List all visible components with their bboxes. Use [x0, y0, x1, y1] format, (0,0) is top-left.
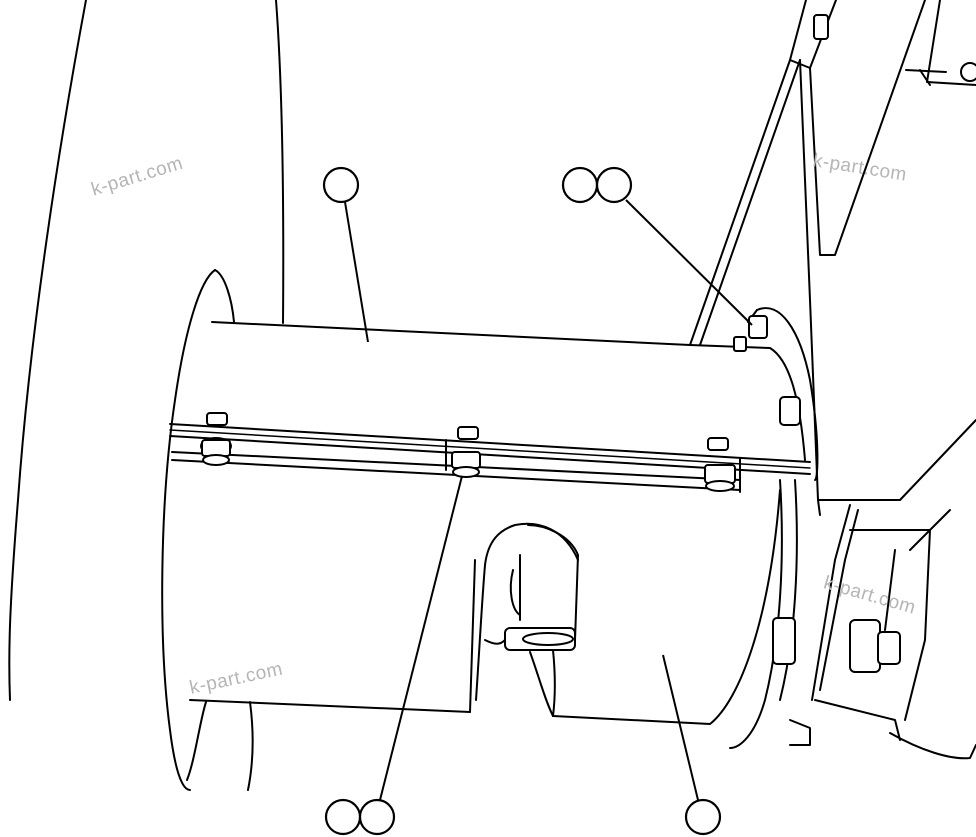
cylindrical-housing	[189, 321, 806, 725]
bolt-icon	[451, 426, 481, 478]
leader-line-1	[344, 201, 369, 343]
housing-slot-and-shaft	[475, 522, 579, 717]
callout-3-label	[343, 800, 377, 834]
callout-2[interactable]	[561, 166, 633, 204]
large-wheel-outline	[8, 0, 285, 701]
callout-1[interactable]	[322, 166, 360, 204]
bolt-group-top	[200, 412, 736, 492]
bolt-icon	[704, 437, 736, 492]
callout-circle	[684, 798, 722, 836]
leader-line-4	[662, 654, 699, 801]
callout-1-label	[324, 168, 358, 202]
leader-line-2	[625, 199, 753, 326]
bolt-icon	[200, 412, 232, 466]
callout-4-label	[686, 800, 720, 834]
callout-2-label	[580, 168, 614, 202]
callout-4[interactable]	[684, 798, 722, 836]
callout-circle	[322, 166, 360, 204]
mounting-flange	[729, 307, 819, 749]
callout-circle	[358, 798, 396, 836]
lower-right-assembly	[772, 504, 976, 760]
housing-end-cap	[161, 269, 254, 791]
mounting-bracket	[689, 0, 976, 516]
callout-3[interactable]	[324, 798, 396, 836]
callout-circle	[595, 166, 633, 204]
leader-lines	[344, 199, 753, 801]
leader-line-3	[379, 475, 463, 801]
